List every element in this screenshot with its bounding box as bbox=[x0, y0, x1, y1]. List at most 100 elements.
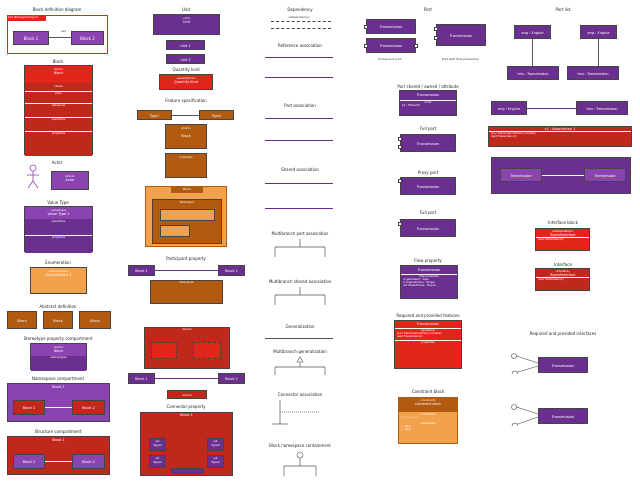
feature-block[interactable]: «block» Block bbox=[165, 124, 207, 149]
full-port-transmission[interactable]: Transmission bbox=[400, 134, 456, 152]
flow-property-title: Flow property bbox=[414, 258, 442, 263]
properties-header: properties bbox=[51, 132, 66, 135]
constraint-header: «constraint» Constraint block bbox=[399, 398, 457, 412]
composition-lines bbox=[272, 400, 320, 425]
ref-assoc-line-2 bbox=[265, 77, 333, 78]
abstract-def-title: Abstract definition bbox=[39, 304, 77, 309]
port-5[interactable] bbox=[434, 36, 438, 40]
port-flow-transmission[interactable]: Transmission bbox=[436, 24, 486, 46]
participant-block-2[interactable]: Block 1 bbox=[218, 265, 245, 276]
ref-engine-2[interactable]: eng : Engine bbox=[580, 25, 617, 39]
proxy-port-transmission[interactable]: Transmission bbox=[400, 177, 456, 195]
full-port-c[interactable] bbox=[398, 222, 402, 226]
connector-prop-title: Connector property bbox=[166, 404, 206, 409]
item-flow-trans[interactable]: trns : Transmission bbox=[576, 101, 628, 115]
port-3[interactable] bbox=[414, 44, 418, 48]
unit-2[interactable]: Unit 2 bbox=[166, 54, 205, 64]
generalization-title: Generalization bbox=[285, 324, 315, 329]
namespace-frame[interactable]: Block 1 Block 2 Block 2 bbox=[7, 383, 110, 422]
abstract-block-3[interactable]: Block bbox=[79, 311, 111, 329]
item-flow-engine[interactable]: eng : Engine bbox=[491, 101, 527, 115]
enumeration-element[interactable]: «enumeration» Enumeration 1 bbox=[30, 267, 87, 294]
block-title: Block bbox=[52, 59, 64, 64]
interface-stereo: «interface» bbox=[555, 270, 570, 273]
dependency-title: Dependency bbox=[287, 7, 313, 12]
full-port-transmission-2[interactable]: Transmission bbox=[400, 219, 456, 237]
port-4[interactable] bbox=[434, 27, 438, 31]
enumeration-title: Enumeration bbox=[45, 260, 71, 265]
port-transmission-2[interactable]: Transmission bbox=[366, 38, 416, 53]
assoc-block[interactable]: c1 : Association 1 prov Transmission(the… bbox=[488, 126, 632, 147]
interface-block[interactable]: «interfaceBlock» ITypeofInterface reqd T… bbox=[535, 228, 590, 251]
multibranch-shared-title: Multibranch shared association bbox=[268, 279, 332, 284]
port-list-block[interactable]: Transmission ports p1 : ITransCtrl bbox=[399, 90, 457, 116]
enum-stereotype: «enumeration» bbox=[48, 270, 69, 273]
feature-type-1[interactable]: Type1 bbox=[137, 110, 172, 120]
full-port-b[interactable] bbox=[398, 145, 402, 149]
feature-type-2-label: Type2 bbox=[211, 114, 222, 118]
value-type-element[interactable]: «valueType» Value Type 1 operations prop… bbox=[24, 206, 93, 253]
ref-trans-2[interactable]: trns : Transmission bbox=[567, 66, 619, 80]
participant-frame[interactable]: Block Participant bbox=[145, 186, 227, 247]
block-2[interactable]: Block 2 bbox=[71, 31, 104, 45]
bind-part-1[interactable]: Transmission bbox=[500, 168, 542, 182]
port-1[interactable] bbox=[364, 25, 368, 29]
compound-ports-label: Compound port bbox=[378, 57, 402, 61]
full-port-behavior-label: Port with flow properties bbox=[442, 57, 479, 61]
unit-title: Unit bbox=[181, 7, 191, 12]
proxy-port-a[interactable] bbox=[398, 179, 402, 183]
connector-block-2[interactable]: Block 1 bbox=[218, 373, 245, 384]
qk-name: Quantity Kind bbox=[174, 80, 198, 84]
ref-engine-1[interactable]: eng : Engine bbox=[514, 25, 551, 39]
structure-block-2a[interactable]: Block 2 bbox=[13, 454, 45, 469]
rp-transmission-2[interactable]: Transmission bbox=[538, 408, 588, 424]
participant-block-1[interactable]: Block 1 bbox=[128, 265, 155, 276]
block-element[interactable]: «block» Block values parts references op… bbox=[24, 65, 93, 156]
ref-assoc-line-1 bbox=[265, 57, 333, 58]
feature-name: Block bbox=[181, 134, 191, 138]
namespace-containment-lines bbox=[283, 451, 317, 476]
namespace-block-2a[interactable]: Block 2 bbox=[13, 400, 45, 415]
actor-icon[interactable] bbox=[22, 163, 44, 193]
required-ops-block[interactable]: Transmission operations prov Transmissio… bbox=[394, 320, 462, 369]
interface-op: reqd Transmission() bbox=[538, 278, 564, 281]
connector-frame[interactable]: «block» bbox=[144, 327, 230, 369]
port-transmission-1[interactable]: Transmission bbox=[366, 19, 416, 34]
ref-trans-1[interactable]: trns : Transmission bbox=[507, 66, 559, 80]
full-port-a[interactable] bbox=[398, 137, 402, 141]
port-2[interactable] bbox=[364, 44, 368, 48]
actor-box[interactable]: «block» Actor bbox=[51, 171, 89, 190]
unit-1[interactable]: Unit 1 bbox=[166, 40, 205, 50]
feature-block-2[interactable]: properties bbox=[165, 153, 207, 178]
constraint-block[interactable]: «constraint» Constraint block constraint… bbox=[398, 397, 458, 444]
namespace-block-2b[interactable]: Block 2 bbox=[72, 400, 105, 415]
quantity-kind-element[interactable]: «quantityKind» Quantity Kind bbox=[159, 74, 213, 90]
bind-frame[interactable]: Transmission Transmission bbox=[491, 157, 631, 194]
connector-assoc[interactable]: «block» bbox=[167, 390, 207, 399]
interface-element[interactable]: «interface» ITypeofInterface reqd Transm… bbox=[535, 268, 590, 291]
enum-name: Enumeration 1 bbox=[45, 273, 72, 277]
rp-transmission-1[interactable]: Transmission bbox=[538, 357, 588, 373]
stereotype-block[interactable]: «block» Block «stereotype» bbox=[30, 343, 87, 371]
part-label: part bbox=[61, 30, 67, 33]
feature-type-2[interactable]: Type2 bbox=[199, 110, 234, 120]
connector-part-2[interactable] bbox=[193, 342, 221, 359]
flow-property-block[interactable]: Transmission flow properties in gearSele… bbox=[400, 265, 458, 299]
participant-props[interactable]: Participant bbox=[150, 280, 223, 304]
bind-part-2[interactable]: Transmission bbox=[584, 168, 626, 182]
connector-part-1[interactable] bbox=[151, 342, 177, 359]
connector-block-1[interactable]: Block 1 bbox=[128, 373, 155, 384]
full-port-title-2: Full port bbox=[419, 126, 437, 131]
structure-block-2b[interactable]: Block 2 bbox=[72, 454, 105, 469]
block-1[interactable]: Block 1 bbox=[13, 31, 49, 45]
abstract-block-2[interactable]: Block bbox=[43, 311, 73, 329]
unit-element[interactable]: «unit» Unit bbox=[153, 14, 220, 35]
abstract-block-1[interactable]: Block bbox=[7, 311, 37, 329]
actor-title: Actor bbox=[51, 160, 63, 165]
structure-frame[interactable]: Block 1 Block 2 Block 2 bbox=[7, 436, 110, 475]
